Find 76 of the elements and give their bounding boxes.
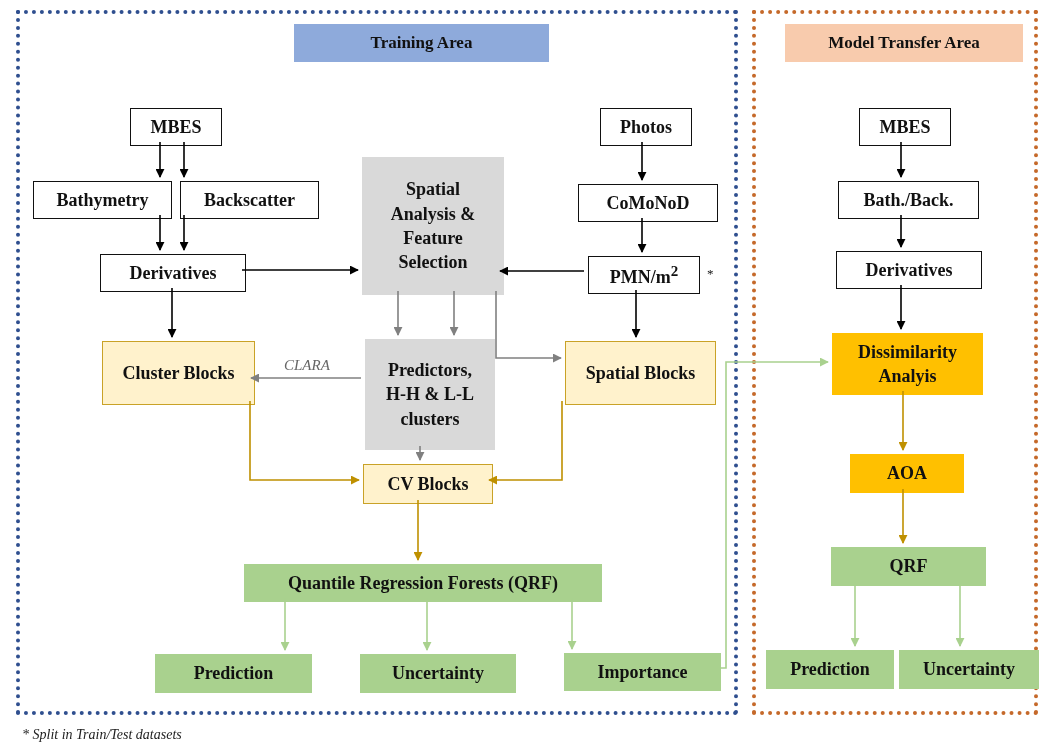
arrow: [898, 488, 908, 544]
box-label: Predictors, H-H & L-L clusters: [385, 359, 475, 431]
arrow: [413, 499, 423, 561]
box-label: Spatial Analysis & Feature Selection: [389, 178, 477, 275]
box-label: Dissimilarity Analyis: [857, 340, 958, 388]
box-label: Photos: [620, 115, 672, 139]
box-label: QRF: [889, 555, 928, 579]
arrow: [898, 390, 908, 451]
output-box: [766, 650, 894, 689]
box-label: Cluster Blocks: [122, 361, 235, 385]
process-box: [365, 339, 495, 450]
box-label: MBES: [150, 115, 202, 139]
arrow: [449, 290, 459, 336]
box-label: Uncertainty: [392, 662, 484, 686]
box-label: CV Blocks: [387, 472, 469, 496]
box-label: PMN/m$^{2}$: [609, 261, 679, 289]
dotted-area-frame: [752, 10, 1038, 715]
arrow: [499, 266, 585, 276]
arrow: [896, 284, 906, 330]
arrow: [155, 141, 165, 178]
analysis-box: [832, 333, 983, 395]
arrow: [393, 290, 403, 336]
process-box: [362, 157, 504, 295]
process-box: [578, 184, 718, 222]
box-label: Backscatter: [204, 188, 295, 212]
process-box: [180, 181, 319, 219]
box-label: AOA: [887, 462, 927, 486]
box-label: Prediction: [790, 658, 870, 682]
area-heading: Model Transfer Area: [785, 24, 1023, 62]
box-label: Derivatives: [865, 258, 953, 282]
arrow: [488, 400, 563, 485]
arrow: [179, 141, 189, 178]
process-box: [33, 181, 172, 219]
output-box: [244, 564, 602, 602]
output-box: [360, 654, 516, 693]
arrow: [179, 214, 189, 251]
box-label: Spatial Blocks: [585, 361, 696, 385]
arrow: [637, 217, 647, 253]
output-box: [831, 547, 986, 586]
arrow: [415, 445, 425, 461]
arrow: [896, 214, 906, 248]
process-box: [363, 464, 493, 504]
arrow: [637, 141, 647, 181]
footnote: * Split in Train/Test datasets: [22, 727, 182, 743]
output-box: [564, 653, 721, 691]
process-box: [859, 108, 951, 146]
box-label: Derivatives: [129, 261, 217, 285]
box-label: Bath./Back.: [863, 188, 954, 212]
arrow: [250, 373, 362, 383]
area-heading: Training Area: [294, 24, 549, 62]
output-box: [155, 654, 312, 693]
arrow: [241, 265, 359, 275]
arrow: [155, 214, 165, 251]
output-box: [899, 650, 1039, 689]
dotted-area-frame: [16, 10, 738, 715]
arrow: [495, 290, 562, 363]
box-label: CoMoNoD: [606, 191, 690, 215]
arrow: [167, 287, 177, 338]
box-label: Bathymetry: [56, 188, 149, 212]
arrow: [896, 141, 906, 178]
process-box: [102, 341, 255, 405]
process-box: [836, 251, 982, 289]
arrow: [249, 400, 360, 485]
process-box: [100, 254, 246, 292]
analysis-box: [850, 454, 964, 493]
process-box: [600, 108, 692, 146]
box-label: MBES: [879, 115, 931, 139]
arrow: [631, 289, 641, 338]
footnote-mark: *: [707, 265, 714, 283]
process-box: [565, 341, 716, 405]
box-label: Quantile Regression Forests (QRF): [288, 571, 558, 595]
box-label: Importance: [597, 660, 688, 684]
process-box: [838, 181, 979, 219]
box-label: Uncertainty: [923, 658, 1015, 682]
box-label: Prediction: [193, 662, 274, 686]
process-box: [130, 108, 222, 146]
